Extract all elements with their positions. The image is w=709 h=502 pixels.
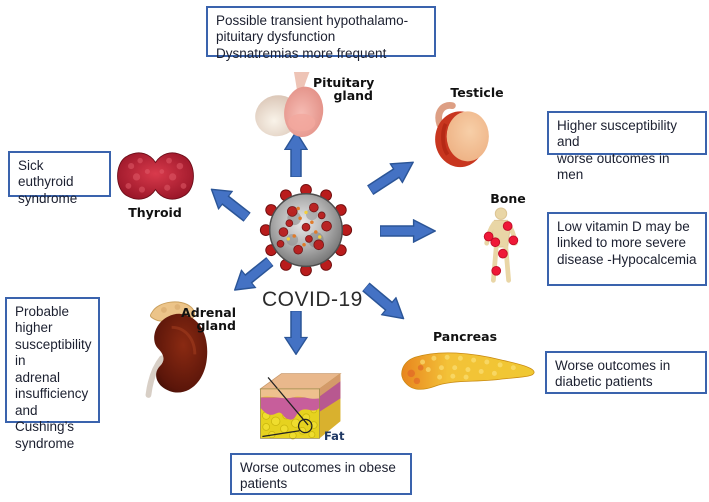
pituitary-gland-label: Pituitary gland xyxy=(313,75,375,104)
note-thyroid: Sick euthyroid syndrome xyxy=(8,151,111,206)
arrow-to-testicle xyxy=(364,152,421,200)
note-adrenal: Probable higher susceptibility in adrena… xyxy=(5,297,100,451)
arrow-to-adrenal xyxy=(227,252,278,300)
thyroid-illustration xyxy=(113,148,198,204)
note-pituitary: Possible transient hypothalamo- pituitar… xyxy=(206,6,436,61)
pancreas-label: Pancreas xyxy=(432,329,498,344)
thyroid-label: Thyroid xyxy=(128,205,182,220)
testicle-label: Testicle xyxy=(450,85,504,100)
adrenal-gland-label: Adrenal gland xyxy=(181,305,236,334)
coronavirus-illustration xyxy=(255,183,357,285)
arrow-to-pancreas xyxy=(358,278,412,329)
adrenal-gland-illustration xyxy=(133,298,218,403)
testicle-illustration xyxy=(428,97,496,169)
pancreas-illustration xyxy=(393,345,541,397)
arrow-to-fat xyxy=(284,311,308,355)
note-fat: Worse outcomes in obese patients xyxy=(230,453,412,495)
fat-label: Fat xyxy=(324,429,345,443)
arrow-to-pituitary xyxy=(284,131,308,177)
note-testicle: Higher susceptibility and worse outcomes… xyxy=(547,111,707,182)
fat-tissue-illustration xyxy=(252,366,347,446)
arrow-to-thyroid xyxy=(203,179,254,226)
note-pancreas: Worse outcomes in diabetic patients xyxy=(545,351,707,394)
bone-label: Bone xyxy=(490,191,526,206)
bone-illustration xyxy=(480,207,522,287)
note-bone: Low vitamin D may be linked to more seve… xyxy=(547,212,707,286)
covid-19-label: COVID-19 xyxy=(262,288,363,311)
pituitary-gland-illustration xyxy=(253,72,331,140)
arrow-to-bone xyxy=(380,219,436,243)
